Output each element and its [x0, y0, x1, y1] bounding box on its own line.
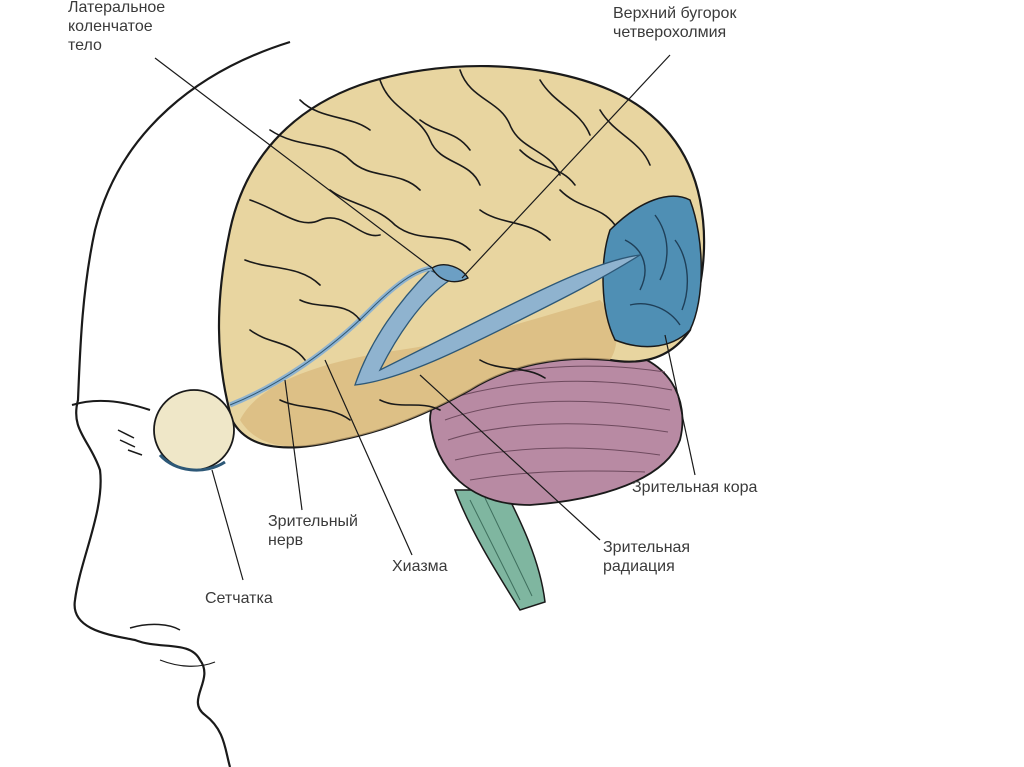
label-optic-nerve: Зрительный нерв [268, 512, 358, 550]
label-lateral-geniculate-body: Латеральное коленчатое тело [68, 0, 165, 55]
label-retina: Сетчатка [205, 589, 273, 608]
brainstem [455, 490, 545, 610]
label-visual-cortex: Зрительная кора [632, 478, 757, 497]
eyeball [154, 390, 234, 470]
label-optic-radiation: Зрительная радиация [603, 538, 690, 576]
chin-line [160, 660, 215, 666]
eyelashes [118, 430, 142, 455]
label-chiasm: Хиазма [392, 557, 448, 576]
leader-retina [212, 470, 243, 580]
eyebrow [72, 401, 150, 410]
lip-line [130, 624, 180, 630]
label-superior-colliculus: Верхний бугорок четверохолмия [613, 4, 736, 42]
